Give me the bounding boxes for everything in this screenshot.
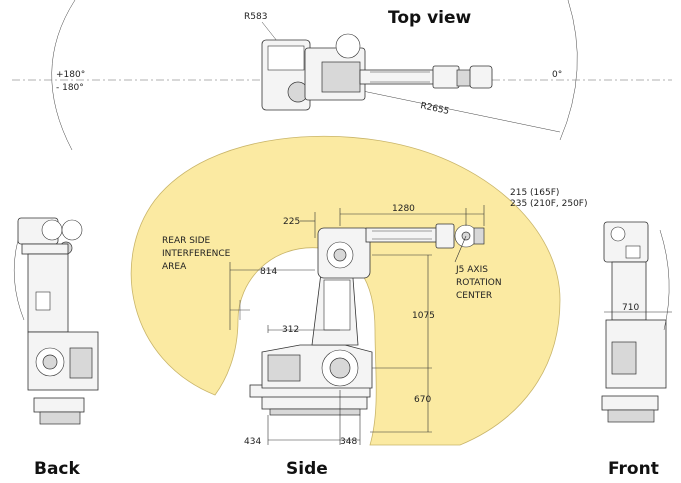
- dim-348-label: 348: [340, 437, 357, 447]
- dim-710-label: 710: [622, 303, 639, 313]
- dim-814-label: 814: [260, 267, 277, 277]
- dim-215-label: 215 (165F): [510, 188, 559, 198]
- dim-1075-label: 1075: [412, 311, 435, 321]
- rear-side-label-line3: AREA: [162, 262, 187, 272]
- side-view-dimensions: [229, 205, 485, 445]
- work-envelope-area: [130, 135, 561, 446]
- side-view-robot: [249, 223, 485, 416]
- top-view-robot: [261, 33, 493, 111]
- j5-label-line1: J5 AXIS: [455, 265, 488, 275]
- dim-312-label: 312: [282, 325, 299, 335]
- dim-434-label: 434: [244, 437, 261, 447]
- dim-1280-label: 1280: [392, 204, 415, 214]
- front-view-title: Front: [608, 459, 659, 479]
- side-view-title: Side: [286, 459, 328, 479]
- rear-side-label-line2: INTERFERENCE: [162, 249, 231, 259]
- top-view-r2655: R2655: [419, 101, 450, 117]
- dim-670-label: 670: [414, 395, 431, 405]
- rear-side-label-line1: REAR SIDE: [162, 236, 211, 246]
- dim-225-label: 225: [283, 217, 300, 227]
- top-view-left-reach-arc: [51, 0, 76, 151]
- top-view-r583: R583: [244, 12, 267, 22]
- top-view-angle-zero: 0°: [552, 70, 562, 80]
- dim-235-label: 235 (210F, 250F): [510, 199, 588, 209]
- j5-label-line2: ROTATION: [456, 278, 502, 288]
- top-view-angle-pos: +180°: [56, 70, 85, 80]
- top-view-right-reach-arc: [559, 0, 578, 141]
- j5-label-line3: CENTER: [456, 291, 492, 301]
- front-view-robot: [601, 221, 672, 423]
- top-view-angle-neg: - 180°: [56, 83, 84, 93]
- top-view: Top view +180° - 180° 0° R583 R2655: [12, 0, 672, 151]
- top-view-title: Top view: [388, 8, 472, 28]
- back-view-title: Back: [34, 459, 81, 479]
- back-view-robot: [13, 217, 99, 425]
